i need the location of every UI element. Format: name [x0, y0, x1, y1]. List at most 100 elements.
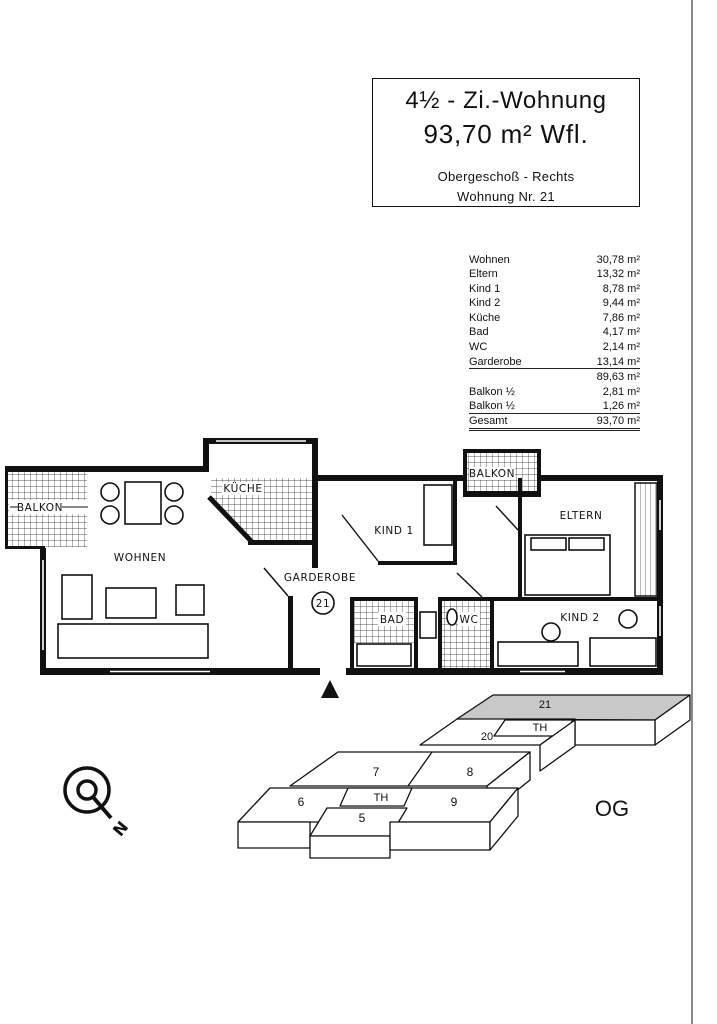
area-row-name: Kind 2: [469, 297, 501, 309]
block-6-front: [237, 821, 311, 849]
scan-page-edge: [691, 0, 693, 1024]
toilet-room-label: WC: [460, 614, 479, 626]
balcony-row-value: 1,26 m²: [602, 400, 640, 412]
wardrobe: [634, 482, 658, 597]
unit-number: Wohnung Nr. 21: [457, 189, 555, 204]
dining-table: [124, 481, 162, 525]
total-rule: [469, 413, 640, 414]
label-background: [222, 482, 264, 495]
parents-room: ELTERN: [495, 478, 658, 598]
bathtub: [356, 643, 412, 667]
door-swing: [341, 514, 379, 562]
area-row: Küche 7,86 m²: [469, 311, 640, 325]
kitchen: KÜCHE: [207, 478, 318, 545]
child-room-2: KIND 2: [490, 597, 663, 667]
wall: [537, 475, 663, 481]
installation-shaft: [419, 611, 437, 639]
chair: [618, 609, 638, 629]
label-background: [469, 467, 515, 480]
block-th-upper-label: TH: [533, 722, 548, 734]
area-row-name: Eltern: [469, 268, 498, 280]
compass-needle: [91, 795, 113, 820]
pillow: [568, 537, 605, 551]
block-9-label: 9: [451, 795, 458, 809]
wall: [414, 597, 418, 670]
hallway: GARDEROBE 21: [284, 572, 483, 698]
pillow: [530, 537, 567, 551]
area-row: Bad 4,17 m²: [469, 325, 640, 339]
compass-inner-ring: [76, 779, 98, 801]
block-21-top: [456, 694, 691, 721]
living-area-title: 93,70 m² Wfl.: [423, 119, 589, 149]
total-label: Gesamt: [469, 415, 508, 427]
area-row-value: 30,78 m²: [596, 254, 640, 266]
balcony-left-railing: [5, 469, 8, 549]
area-row-value: 9,44 m²: [602, 297, 640, 309]
block-9-side: [489, 787, 519, 851]
block-th-lower-top: [339, 787, 413, 807]
bed: [423, 484, 453, 546]
area-row-value: 13,32 m²: [596, 268, 640, 280]
title-box: 4½ - Zi.-Wohnung 93,70 m² Wfl. Obergesch…: [372, 78, 640, 207]
area-row: Eltern 13,32 m²: [469, 267, 640, 281]
parents-room-label: ELTERN: [560, 510, 603, 522]
chair: [541, 622, 561, 642]
wall: [203, 438, 209, 472]
block-21-front: [574, 719, 656, 746]
area-row-name: Kind 1: [469, 283, 501, 295]
label-background: [458, 612, 480, 626]
area-row-name: Garderobe: [469, 356, 522, 368]
area-row-name: Bad: [469, 326, 489, 338]
wall: [312, 475, 466, 481]
block-6-label: 6: [298, 795, 305, 809]
block-7-label: 7: [373, 765, 380, 779]
wall: [438, 597, 494, 601]
block-5-front: [309, 835, 391, 859]
apartment-type-title: 4½ - Zi.-Wohnung: [405, 87, 607, 114]
area-row-value: 4,17 m²: [602, 326, 640, 338]
wall: [463, 491, 541, 497]
total-double-rule-bottom: [469, 430, 640, 431]
area-row-value: 8,78 m²: [602, 283, 640, 295]
site-plan-labels: 21 20 TH 7 8 6 TH 5 9 OG: [298, 699, 629, 825]
balcony-row-name: Balkon ½: [469, 400, 515, 412]
dining-chair: [100, 505, 120, 525]
bathroom-label: BAD: [380, 614, 404, 626]
child-room-1: KIND 1: [341, 478, 457, 565]
wall: [453, 478, 457, 565]
balcony-left-label: BALKON: [17, 502, 63, 514]
door-swing: [263, 567, 289, 597]
block-20-label: 20: [481, 731, 493, 743]
label-background: [9, 500, 89, 514]
hallway-label: GARDEROBE: [284, 572, 356, 584]
subtotal-value: 89,63 m²: [596, 371, 640, 383]
north-arrow-icon: N: [63, 766, 132, 840]
wall: [346, 668, 663, 675]
wall: [490, 597, 663, 601]
area-row-name: Küche: [469, 312, 501, 324]
desk: [497, 641, 579, 667]
balcony-right-label: BALKON: [469, 468, 515, 480]
kitchen-label: KÜCHE: [223, 482, 262, 495]
balcony-left-railing: [5, 546, 45, 549]
bathroom: BAD: [350, 597, 437, 670]
door-swing: [495, 505, 519, 531]
label-background: [378, 612, 406, 626]
door-swing: [456, 572, 483, 598]
coffee-table: [105, 587, 157, 619]
area-row-value: 7,86 m²: [602, 312, 640, 324]
total-double-rule-top: [469, 428, 640, 429]
area-row-name: WC: [469, 341, 488, 353]
floor-location: Obergeschoß - Rechts: [437, 169, 575, 184]
balcony-left: BALKON: [5, 469, 89, 549]
block-8-label: 8: [467, 765, 474, 779]
block-5-label: 5: [359, 811, 366, 825]
balcony-row-name: Balkon ½: [469, 386, 515, 398]
wall: [312, 438, 318, 568]
dining-chair: [164, 505, 184, 525]
wall: [518, 478, 522, 598]
